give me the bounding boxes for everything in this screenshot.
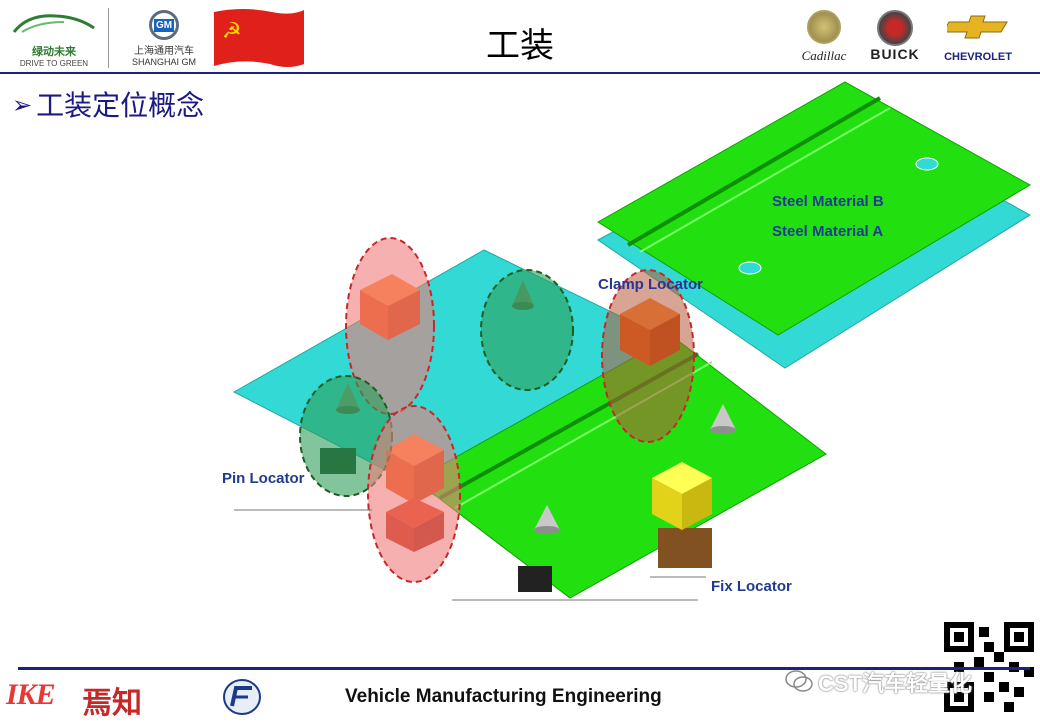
page-title: 工装 <box>486 26 554 66</box>
course-title: Vehicle Manufacturing Engineering <box>345 686 662 707</box>
buick-tri-shield-icon <box>877 10 913 46</box>
support-block <box>518 566 552 592</box>
footer-rule <box>18 667 1030 670</box>
logo-left-top: 绿动未来 <box>32 46 76 58</box>
svg-text:☭: ☭ <box>222 19 242 44</box>
brand-chevrolet: CHEVROLET <box>944 51 1012 63</box>
fix-locator-base-side <box>658 528 712 568</box>
sheet-b-hole <box>738 261 762 275</box>
wechat-icon <box>784 668 814 694</box>
brand-cadillac: Cadillac <box>801 48 847 63</box>
pin-cone-icon <box>534 505 560 534</box>
section-title-text: 工装定位概念 <box>36 89 205 122</box>
car-silhouette-icon <box>12 14 95 33</box>
chevrolet-logo: CHEVROLET <box>938 14 1018 68</box>
divider <box>108 8 109 68</box>
logo-drive-to-green: 绿动未来 DRIVE TO GREEN <box>8 8 100 68</box>
header-rule <box>0 72 1040 74</box>
chevrolet-bowtie-icon <box>942 15 1008 39</box>
logo-left-bottom: DRIVE TO GREEN <box>19 59 89 68</box>
logo-gm-bottom: SHANGHAI GM <box>131 57 196 67</box>
fix-locator-cube <box>652 462 712 530</box>
gm-mark: GM <box>153 18 175 32</box>
label-steel-material-a: Steel Material A <box>772 223 884 240</box>
buick-logo: BUICK <box>860 10 930 68</box>
watermark-text: CST汽车轻量化 <box>818 671 973 696</box>
flag-image: ☭ <box>212 6 306 70</box>
clamp-highlight-ellipse <box>601 269 695 443</box>
clamp-highlight-ellipse <box>367 405 461 583</box>
gm-badge: GM <box>149 10 179 40</box>
sheet-b-crease-highlight <box>639 107 891 253</box>
pin-cone-icon <box>710 404 736 434</box>
arrow-bullet-icon: ➢ <box>12 91 33 119</box>
logo-shanghai-gm: GM 上海通用汽车 SHANGHAI GM <box>118 10 210 67</box>
cadillac-logo: Cadillac <box>796 10 852 68</box>
label-steel-material-b: Steel Material B <box>772 193 884 210</box>
steel-material-b-sheet <box>597 81 1032 336</box>
section-title: ➢工装定位概念 <box>12 84 204 124</box>
cadillac-crest-icon <box>807 10 841 44</box>
ike-logo: IKE <box>6 678 56 711</box>
brand-buick: BUICK <box>870 46 920 62</box>
lower-green-sheet <box>414 335 827 599</box>
sheet-b-hole <box>915 157 939 171</box>
sheet-b-crease <box>626 96 882 247</box>
pin-highlight-ellipse <box>480 269 574 391</box>
logo-gm-top: 上海通用汽车 <box>134 46 194 57</box>
clamp-highlight-ellipse <box>345 237 435 415</box>
label-fix-locator: Fix Locator <box>711 578 792 595</box>
label-clamp-locator: Clamp Locator <box>598 276 704 293</box>
ike-logo-cn: 焉知 <box>82 686 142 721</box>
fe-logo-icon <box>222 678 262 716</box>
label-pin-locator: Pin Locator <box>222 470 305 487</box>
